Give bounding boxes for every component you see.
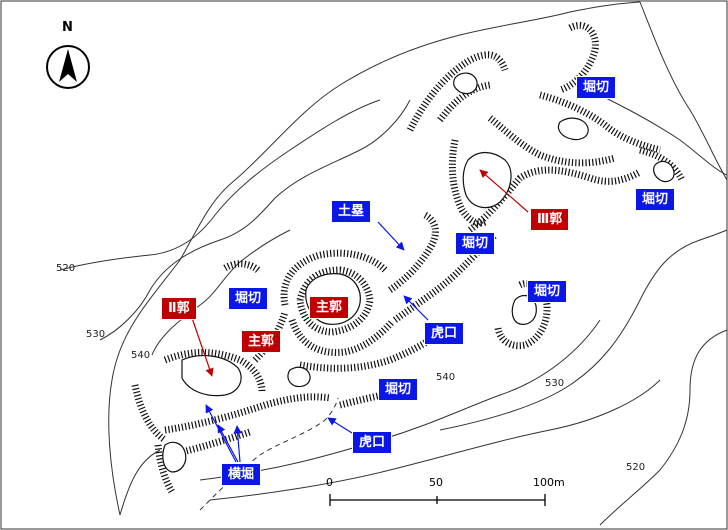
label-shukaku-inner: 主郭 <box>309 296 350 319</box>
scale-start: 0 <box>326 476 333 489</box>
contour-value-520-west: 520 <box>56 263 76 274</box>
koguchi2-arrow <box>327 417 353 434</box>
kuruwa3-east-hachure <box>487 115 616 167</box>
label-horikiri-east-isolated: 堀切 <box>527 280 568 303</box>
koguchi-east-hachure <box>392 232 498 323</box>
label-koguchi-south: 虎口 <box>352 431 393 454</box>
contour-south-1 <box>119 449 161 516</box>
label-kuruwa-2: Ⅱ郭 <box>161 297 197 320</box>
kuruwa3-south-hachure <box>467 166 642 233</box>
scale-bar <box>329 494 546 506</box>
contour-value-540-east: 540 <box>436 372 456 383</box>
southwest-platform <box>162 441 187 473</box>
kuruwa2-west-hachure <box>131 384 168 443</box>
contour-530-west <box>99 99 411 341</box>
yokobori-hachure-2 <box>169 428 252 459</box>
north-arrow-icon <box>46 45 90 89</box>
north-label: N <box>62 20 73 35</box>
label-yokobori: 横堀 <box>221 463 262 486</box>
kuruwa-3-platform <box>462 151 512 209</box>
yokobori-arrow-2 <box>217 424 239 463</box>
yokobori-hachure <box>164 393 331 434</box>
contour-east-ridge <box>589 89 728 176</box>
dorui-hachure <box>388 211 439 293</box>
contour-540-west <box>151 229 291 356</box>
contour-520-west <box>59 99 381 271</box>
contour-value-520-east: 520 <box>626 462 646 473</box>
contour-value-530-east: 530 <box>545 378 565 389</box>
label-horikiri-central: 堀切 <box>455 232 496 255</box>
south-small-platform <box>287 366 311 388</box>
koguchi1-arrow <box>403 295 429 321</box>
label-horikiri-south: 堀切 <box>378 378 419 401</box>
north-pit <box>453 72 478 95</box>
contour-east-outer <box>639 1 728 181</box>
ridge-north-hachure <box>406 51 509 132</box>
contour-value-530-west: 530 <box>86 329 106 340</box>
contour-lines <box>59 1 728 526</box>
label-kuruwa-3: Ⅲ郭 <box>530 208 570 231</box>
contour-value-540-west: 540 <box>131 350 151 361</box>
label-horikiri-north-east: 堀切 <box>576 76 617 99</box>
label-dorui: 土塁 <box>331 200 372 223</box>
kuruwa2-north-hachure <box>163 349 266 393</box>
leader-arrows <box>191 169 529 463</box>
label-horikiri-west: 堀切 <box>228 287 269 310</box>
scale-end: 100m <box>533 476 565 489</box>
main-inner-hachure <box>296 266 374 336</box>
contour-520-east <box>599 329 728 526</box>
kuruwa3-arrow <box>479 169 529 213</box>
contour-outer-north <box>108 1 641 516</box>
label-koguchi-east: 虎口 <box>424 322 465 345</box>
west-knob-hachure <box>223 260 261 273</box>
contour-south-2 <box>209 379 661 501</box>
scale-mid: 50 <box>429 476 443 489</box>
label-shukaku-outer: 主郭 <box>241 330 282 353</box>
east-end-hachure <box>639 146 686 182</box>
contour-530-east <box>439 229 728 431</box>
kuruwa2-arrow <box>191 317 214 377</box>
earthworks <box>131 22 686 494</box>
east-end-pit <box>653 160 675 183</box>
east-pit <box>557 117 589 141</box>
south-koguchi-hachure <box>339 388 401 409</box>
east-spur-hachure-2 <box>539 91 661 154</box>
dorui-arrow <box>377 221 405 251</box>
contour-south-3 <box>199 319 601 481</box>
label-horikiri-east-end: 堀切 <box>635 188 676 211</box>
yokobori-arrow-3 <box>233 425 242 463</box>
